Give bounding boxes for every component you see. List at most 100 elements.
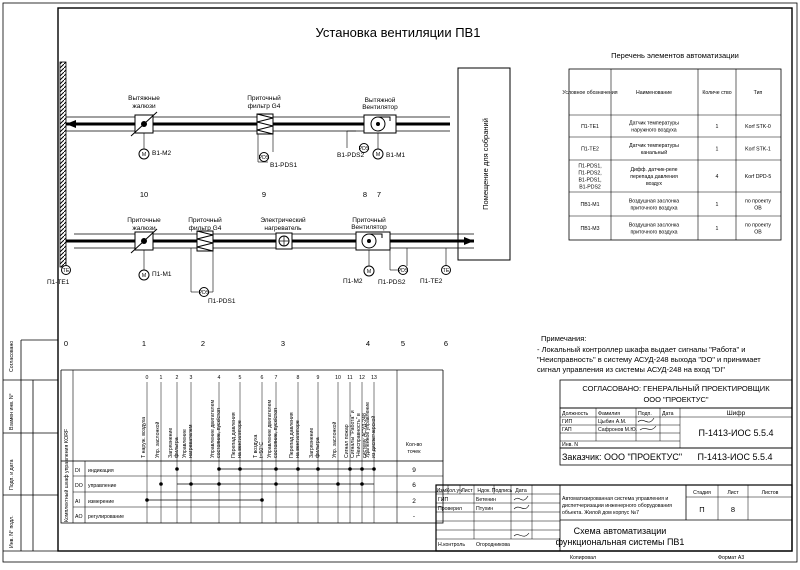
spec-cell: Korf DPD-5 <box>745 174 772 180</box>
diagram-title: Установка вентиляции ПВ1 <box>316 25 481 40</box>
svg-text:ООО "ПРОЕКТУС": ООО "ПРОЕКТУС" <box>643 395 708 404</box>
signal-point <box>175 467 179 471</box>
svg-text:Шифр: Шифр <box>727 410 746 417</box>
io-column-number: 9 <box>317 375 320 381</box>
stamp-person-name: Огородникова <box>476 542 510 548</box>
svg-text:Автоматизированная система упр: Автоматизированная система управления и <box>562 496 668 502</box>
temperature-sensor-icon <box>61 265 71 275</box>
svg-text:Дата: Дата <box>662 411 674 417</box>
customer: Заказчик: ООО "ПРОЕКТУС" <box>562 452 682 462</box>
svg-text:Формат А3: Формат А3 <box>718 555 744 561</box>
title-block: СОГЛАСОВАНО: ГЕНЕРАЛЬНЫЙ ПРОЕКТИРОВЩИК О… <box>435 379 793 561</box>
damper-actuator-icon <box>372 148 384 160</box>
io-column-label: на вентиляторе <box>237 420 243 458</box>
pressure-switch-icon <box>359 143 369 153</box>
io-row-code: AI <box>75 499 80 505</box>
spec-cell: П1-TE2 <box>581 147 599 153</box>
io-row-name: индикация <box>88 468 114 474</box>
svg-text:П-1413-ИОС 5.5.4: П-1413-ИОС 5.5.4 <box>698 452 773 462</box>
svg-text:B1-PDS2: B1-PDS2 <box>337 152 364 159</box>
io-row-code: DO <box>75 483 83 489</box>
svg-text:M: M <box>142 273 146 279</box>
svg-text:8: 8 <box>363 190 367 199</box>
svg-text:Сафронов М.Ю.: Сафронов М.Ю. <box>598 427 637 433</box>
signature-mark <box>637 417 657 431</box>
svg-text:ГАП: ГАП <box>562 427 572 433</box>
io-column-label: Сигналы "Работа" и <box>350 410 356 458</box>
io-column-number: 3 <box>190 375 193 381</box>
svg-text:"Неисправность" в систему АСУД: "Неисправность" в систему АСУД-248 выход… <box>537 355 761 364</box>
pressure-switch-icon <box>259 152 269 162</box>
svg-text:- Локальный контроллер шкафа в: - Локальный контроллер шкафа выдает сигн… <box>537 345 745 354</box>
svg-text:Листов: Листов <box>762 490 779 496</box>
signal-point <box>238 467 242 471</box>
signal-point <box>372 467 376 471</box>
svg-text:Взамен инв. N°: Взамен инв. N° <box>9 393 15 430</box>
spec-table: Перечень элементов автоматизации Условно… <box>562 51 782 241</box>
spec-cell: Korf STK-1 <box>745 147 771 153</box>
spec-cell: ПВ1-M1 <box>580 202 599 208</box>
svg-text:Копировал: Копировал <box>570 555 596 561</box>
signal-point <box>217 467 221 471</box>
signal-point <box>316 467 320 471</box>
io-column-number: 2 <box>176 375 179 381</box>
io-column-label: Управление <box>182 429 188 458</box>
io-column-number: 4 <box>218 375 221 381</box>
svg-text:П1-M1: П1-M1 <box>152 271 172 278</box>
io-column-number: 11 <box>347 375 352 381</box>
svg-text:Инв. N: Инв. N <box>562 442 578 448</box>
signal-point <box>296 467 300 471</box>
svg-text:B1-M1: B1-M1 <box>386 152 406 159</box>
io-column-label: на вентиляторе <box>295 420 301 458</box>
spec-cell: П1-TE1 <box>581 124 599 130</box>
signal-point <box>260 498 264 502</box>
stamp-change-header: Подпись <box>492 488 513 494</box>
io-column-label: Перепад давления <box>231 412 237 458</box>
io-column-label: фильтра <box>315 437 321 458</box>
svg-text:П1-PDS2: П1-PDS2 <box>378 279 406 286</box>
stamp-change-header: Лист <box>461 488 473 494</box>
svg-text:Фамилия: Фамилия <box>598 411 620 417</box>
damper-actuator-icon <box>138 148 150 160</box>
room-label: Помещение для собраний <box>481 118 490 210</box>
svg-text:6: 6 <box>444 339 448 348</box>
spec-header: Тип <box>754 90 763 96</box>
svg-text:PDS: PDS <box>398 268 409 274</box>
svg-text:PDS: PDS <box>259 155 270 161</box>
pressure-switch-icon <box>199 287 209 297</box>
svg-text:8: 8 <box>731 505 735 514</box>
spec-cell: 1 <box>716 124 719 130</box>
stamp-person-role: Н.контроль <box>438 542 465 548</box>
svg-text:M: M <box>142 152 146 158</box>
io-row-count: 9 <box>412 467 416 474</box>
svg-text:2: 2 <box>201 339 205 348</box>
stamp-person-role: Проверил <box>438 506 462 512</box>
io-column-label: фильтра <box>174 437 180 458</box>
signal-point <box>145 498 149 502</box>
signal-point <box>336 482 340 486</box>
svg-text:сигнал управления из системы А: сигнал управления из системы АСУД-248 на… <box>537 365 725 374</box>
spec-title: Перечень элементов автоматизации <box>611 51 739 60</box>
svg-text:TE: TE <box>443 268 450 274</box>
svg-text:Схема автоматизации: Схема автоматизации <box>574 526 667 536</box>
io-column-label: "Неисправность" в <box>356 413 362 458</box>
io-column-label: систему АСУД-248 <box>362 413 368 458</box>
io-column-number: 12 <box>359 375 365 381</box>
notes: Примечания: - Локальный контроллер шкафа… <box>537 334 761 374</box>
outside-temp-sensor: TE П1-TE1 <box>47 248 71 286</box>
svg-text:ГИП: ГИП <box>562 419 573 425</box>
